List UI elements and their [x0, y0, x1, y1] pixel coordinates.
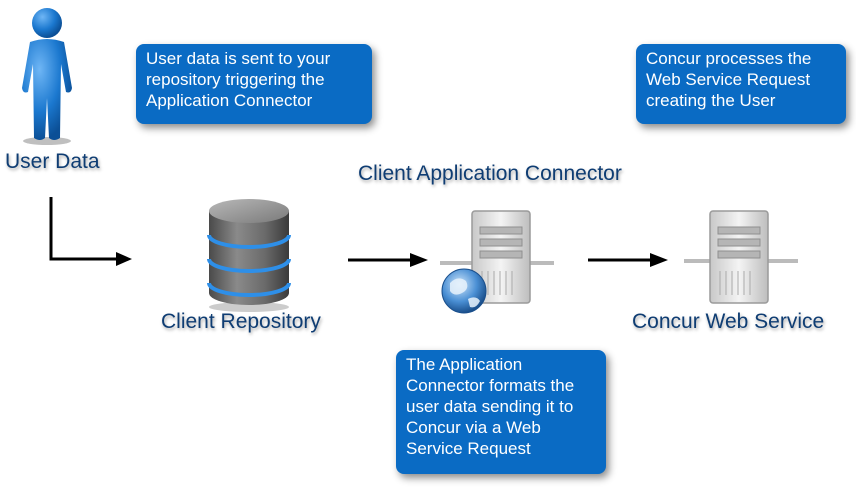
callout-line: repository triggering the [146, 70, 325, 89]
callout-line: Concur via a Web [406, 418, 541, 437]
person-figure-icon [22, 8, 72, 145]
callout-line: Connector formats the [406, 376, 575, 395]
callout-line: User data is sent to your [146, 49, 331, 68]
server-icon [684, 210, 798, 304]
callout-line: user data sending it to [406, 397, 574, 416]
concur-web-service-label: Concur Web Service [632, 310, 825, 333]
client-application-connector-label: Client Application Connector [358, 162, 622, 185]
callout-line: Service Request [406, 439, 531, 458]
callout-line: Concur processes the [646, 49, 812, 68]
database-icon [207, 199, 291, 312]
callout-concur-processes: Concur processes the Web Service Request… [636, 44, 846, 124]
callout-connector-formats: The Application Connector formats the us… [396, 350, 606, 474]
client-repository-label: Client Repository [161, 310, 321, 333]
user-data-label: User Data [5, 150, 100, 173]
arrow-user-to-repository [49, 197, 132, 266]
callout-user-data-sent: User data is sent to your repository tri… [136, 44, 372, 124]
arrow-connector-to-web-service [588, 253, 668, 267]
callout-line: Web Service Request [646, 70, 811, 89]
callout-line: The Application [406, 355, 523, 374]
callout-line: Application Connector [146, 91, 313, 110]
callout-line: creating the User [646, 91, 776, 110]
server-with-globe-icon [440, 210, 554, 314]
arrow-repository-to-connector [348, 253, 428, 267]
